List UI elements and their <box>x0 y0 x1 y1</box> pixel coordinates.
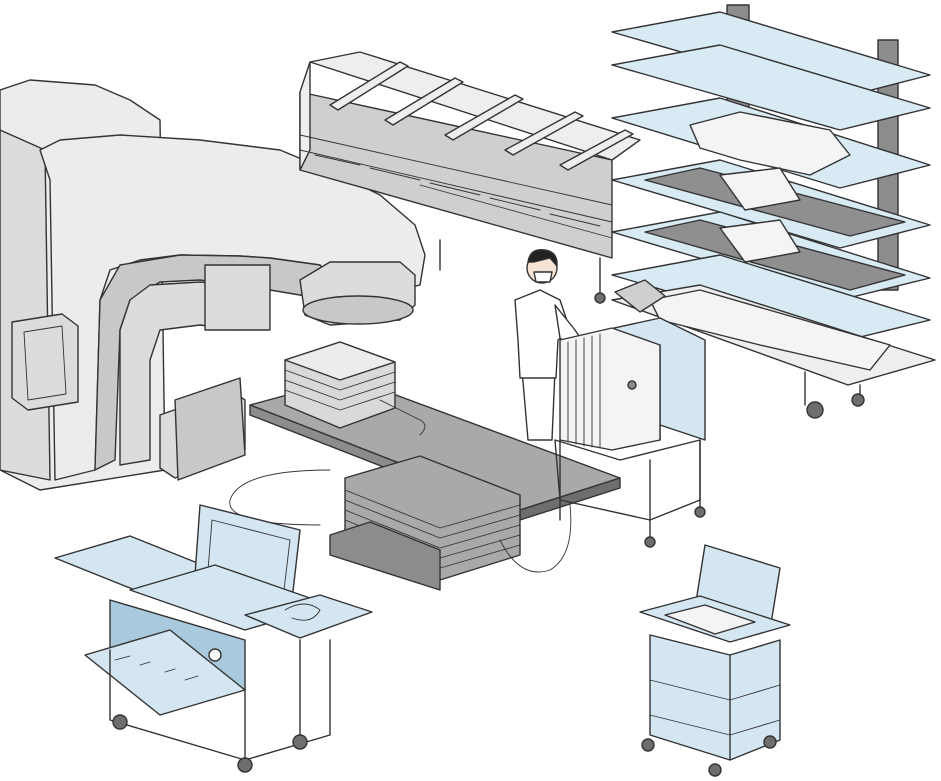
cart-control-knob <box>208 648 222 662</box>
cart-right-wing <box>244 594 373 639</box>
shoulder-cushion <box>719 167 801 211</box>
frame-rack-side <box>299 61 311 171</box>
supply-cart <box>639 544 791 777</box>
shelf-panel <box>611 44 931 131</box>
cart-caster <box>112 714 128 730</box>
frame-rack-crossbar <box>329 61 409 111</box>
frame-rack-shelf <box>419 184 613 239</box>
collimator-ring <box>302 295 414 325</box>
supply-cart-pad <box>664 604 756 635</box>
board-cart-caster <box>806 401 824 419</box>
frame-rack-crossbar <box>504 111 584 156</box>
linear-accelerator-gantry <box>0 79 426 491</box>
vacuum-cushion <box>689 111 851 176</box>
frame-rack-crossbar <box>384 77 464 126</box>
supply-cart-caster <box>641 738 655 752</box>
frame-rack-caster <box>594 292 606 304</box>
gantry-floor-stand <box>174 377 246 481</box>
board-head-rest <box>614 279 666 313</box>
gantry-panel-screen <box>23 325 67 401</box>
treatment-couch <box>229 341 621 591</box>
gantry-side-pillar <box>204 264 271 331</box>
immobilization-frame-rack <box>299 51 641 304</box>
cassette-cart-caster <box>644 536 656 548</box>
block-stack-top <box>284 341 396 381</box>
cassette-knob <box>627 380 637 390</box>
frame-rack-crossbar <box>444 94 524 141</box>
frame-rack-top <box>309 51 641 161</box>
block-stack-lines <box>284 369 396 411</box>
block-stack-cable <box>379 399 426 436</box>
cassette-stack <box>559 327 661 451</box>
frame-rack-shelf <box>299 134 613 206</box>
mould-preparation-cart <box>54 504 373 773</box>
cassette-dividers <box>567 333 601 449</box>
frame-rack-crossbar <box>559 129 634 171</box>
cart-coiled-cable <box>284 603 321 621</box>
shoulder-cushion <box>719 219 801 263</box>
couch-base <box>329 521 441 591</box>
cassette-storage-cart <box>554 317 706 548</box>
cassette-cart-caster <box>694 506 706 518</box>
staff-mask <box>533 271 553 283</box>
cart-drawer-tools <box>114 655 199 681</box>
staff-member <box>514 249 586 441</box>
staff-legs <box>521 369 556 441</box>
frame-rack-slot-row <box>314 154 601 227</box>
gantry-front-face <box>0 129 51 481</box>
couch-hose <box>499 504 572 573</box>
gantry-inner-drum <box>119 281 236 466</box>
gantry-control-panel <box>11 313 79 411</box>
couch-lift-slats <box>344 489 521 569</box>
cart-caster <box>237 757 253 773</box>
board-cart-caster <box>851 393 865 407</box>
frame-rack-shelf <box>299 149 613 223</box>
cart-caster <box>292 734 308 750</box>
wall-shelf-unit <box>611 4 931 343</box>
staff-hair <box>527 249 558 267</box>
supply-cart-body <box>649 634 781 761</box>
supply-cart-caster <box>708 763 722 777</box>
supply-cart-caster <box>763 735 777 749</box>
